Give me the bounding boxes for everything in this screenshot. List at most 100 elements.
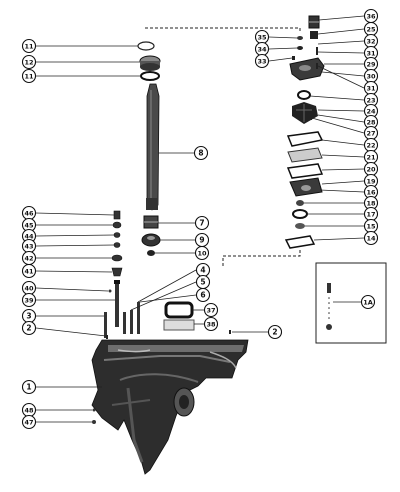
callout-number: 4 <box>200 266 205 275</box>
leader-line <box>268 47 298 50</box>
callout-bubble <box>267 324 283 340</box>
callout-number: 29 <box>366 61 376 69</box>
callout-number: 12 <box>24 59 33 67</box>
callout-bubble <box>21 414 37 430</box>
callout-43: 43 <box>21 238 115 254</box>
callout-14: 14 <box>313 230 379 246</box>
callout-bubble <box>194 245 210 261</box>
callout-number: 33 <box>257 58 266 66</box>
callout-48: 48 <box>21 402 92 418</box>
callout-number: 14 <box>366 235 376 243</box>
callout-15: 15 <box>305 218 379 234</box>
callout-number: 24 <box>366 108 376 116</box>
callout-number: 45 <box>24 222 34 230</box>
callout-31-b: 31 <box>317 65 379 96</box>
callout-number: 39 <box>24 297 34 305</box>
callout-number: 1 <box>26 383 31 392</box>
leader-line <box>139 294 197 303</box>
callout-23: 23 <box>309 92 379 108</box>
leader-line <box>321 71 365 77</box>
callout-47: 47 <box>21 414 92 430</box>
callout-number: 11 <box>24 43 34 51</box>
callout-7: 7 <box>158 215 210 231</box>
callout-bubble <box>194 215 210 231</box>
callout-bubble <box>203 302 219 318</box>
leader-line <box>317 28 365 35</box>
callout-bubble <box>21 320 37 336</box>
callout-number: 22 <box>366 142 375 150</box>
o-ring-bottom-part <box>140 71 160 81</box>
callout-number: 25 <box>366 26 376 34</box>
pinion-bearing-part <box>143 215 159 229</box>
callout-number: 47 <box>24 419 33 427</box>
leader-line <box>317 109 365 112</box>
callout-bubble <box>21 263 37 279</box>
gasket-part <box>163 319 195 331</box>
callout-30: 30 <box>321 68 379 84</box>
callout-1: 1 <box>21 379 102 395</box>
inset-1A: 1A <box>333 294 376 310</box>
leader-line <box>309 95 365 101</box>
callout-number: 10 <box>197 250 207 258</box>
callout-number: 6 <box>200 291 205 300</box>
callout-8: 8 <box>158 145 209 161</box>
pinion-gear-part <box>141 233 161 247</box>
callout-31-a: 31 <box>317 45 379 61</box>
callout-32: 32 <box>317 33 379 49</box>
callout-16: 16 <box>319 184 379 200</box>
callout-layer: 1112118791046454443424140393214847456373… <box>21 8 379 430</box>
shift-shaft-small-parts <box>111 210 123 277</box>
callout-10: 10 <box>155 245 210 261</box>
leader-line <box>35 270 113 273</box>
callout-19: 19 <box>321 173 379 189</box>
callout-number: 27 <box>366 130 375 138</box>
leader-line <box>268 57 293 62</box>
callout-number: 23 <box>366 97 375 105</box>
callout-18: 18 <box>304 195 379 211</box>
callout-number: 16 <box>366 189 376 197</box>
callout-2-right: 2 <box>232 324 283 340</box>
leader-line <box>319 189 365 193</box>
callout-number: 9 <box>199 236 204 245</box>
callout-11-top: 11 <box>21 38 138 54</box>
callout-40: 40 <box>21 280 109 296</box>
leader-line <box>35 212 115 216</box>
callout-number: 42 <box>24 255 33 263</box>
callout-35: 35 <box>254 29 298 45</box>
callout-45: 45 <box>21 217 113 233</box>
callout-bubble <box>21 54 37 70</box>
callout-33: 33 <box>254 53 293 69</box>
callout-number: 2 <box>26 324 31 333</box>
callout-20: 20 <box>321 161 379 177</box>
leader-line <box>321 168 365 171</box>
callout-number: 30 <box>366 73 376 81</box>
callout-12: 12 <box>21 54 140 70</box>
callout-number: 46 <box>24 210 34 218</box>
callout-number: 7 <box>199 219 204 228</box>
callout-number: 2 <box>272 328 277 337</box>
callout-36: 36 <box>318 8 379 24</box>
leader-line <box>35 244 115 247</box>
callout-number: 35 <box>257 34 267 42</box>
leader-line <box>311 117 365 134</box>
callout-number: 15 <box>366 223 376 231</box>
alignment-dashed-line <box>145 27 301 268</box>
callout-44: 44 <box>21 228 115 244</box>
callout-number: 44 <box>24 233 34 241</box>
callout-bubble <box>254 53 270 69</box>
callout-number: 32 <box>366 38 375 46</box>
callout-22: 22 <box>321 137 379 153</box>
callout-number: 34 <box>257 46 267 54</box>
studs-part <box>104 302 140 338</box>
leader-line <box>35 287 109 292</box>
leader-line <box>317 51 365 54</box>
callout-bubble <box>360 294 376 310</box>
callout-number: 48 <box>24 407 34 415</box>
callout-34: 34 <box>254 41 298 57</box>
leader-line <box>130 281 197 311</box>
callout-3: 3 <box>21 308 104 324</box>
leader-line <box>35 327 107 337</box>
callout-bubble <box>21 292 37 308</box>
callout-41: 41 <box>21 263 113 279</box>
shift-shaft-part <box>108 280 120 327</box>
